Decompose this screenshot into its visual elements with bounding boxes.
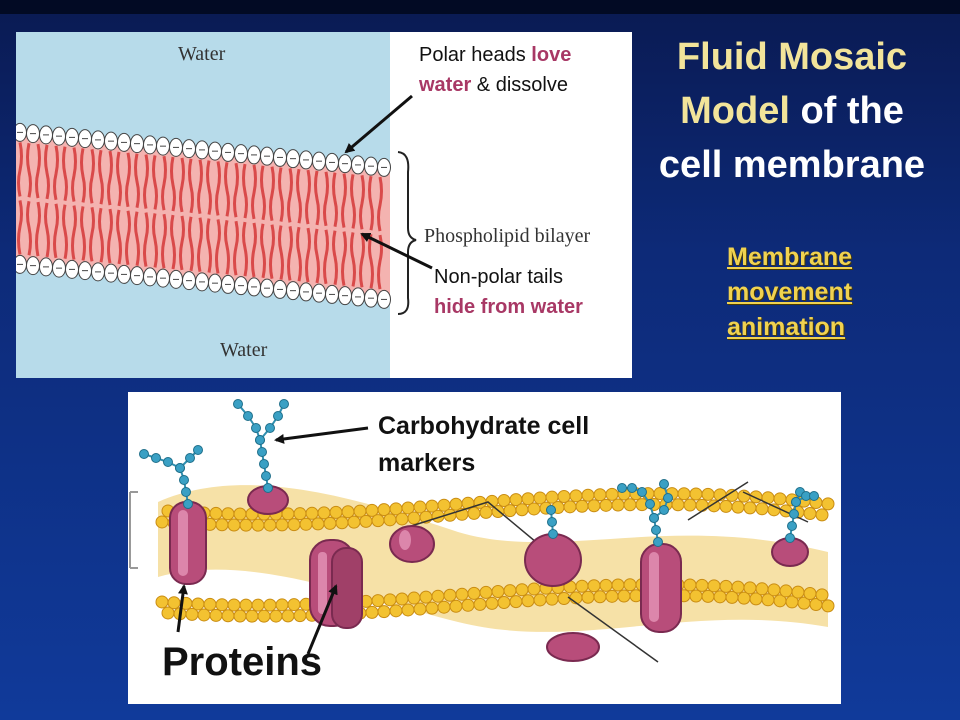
membrane-animation-link[interactable]: Membrane movement animation: [727, 240, 852, 345]
title-line-3: cell membrane: [658, 144, 926, 186]
polar-heads-note: Polar heads love water & dissolve: [419, 40, 571, 100]
carbohydrate-note: Carbohydrate cell markers: [378, 408, 589, 482]
polar-note-emph-b: love: [531, 44, 572, 66]
hydrophobic-tails: [17, 142, 383, 290]
bilayer-diagram: Water Water Phospholipid bilayer: [16, 32, 632, 378]
link-line-3[interactable]: animation: [727, 313, 846, 341]
polar-note-text-d: & dissolve: [471, 74, 568, 96]
pointer-line-a: [407, 501, 549, 553]
protein-center: [524, 533, 600, 662]
link-line-1[interactable]: Membrane: [727, 243, 853, 271]
polar-note-text-a: Polar heads: [419, 44, 532, 66]
water-bottom-label: Water: [220, 339, 268, 361]
side-bracket-ends: [130, 491, 138, 569]
carbohydrate-note-line-1: Carbohydrate cell: [378, 412, 590, 440]
title-line-2-rest: of the: [789, 90, 904, 132]
link-line-2[interactable]: movement: [727, 278, 853, 306]
slide-top-bar: [0, 0, 960, 14]
slide-title: Fluid Mosaic Model of the cell membrane: [636, 30, 948, 192]
carbohydrate-note-line-2: markers: [378, 449, 476, 477]
protein-globular: [389, 525, 435, 563]
title-line-2-highlight: Model: [680, 90, 790, 132]
pointer-line-b: [567, 596, 659, 663]
nonpolar-note-line-1: Non-polar tails: [434, 266, 563, 288]
carbohydrate-chains: [139, 399, 819, 547]
polar-note-emph-c: water: [419, 74, 472, 96]
protein-right: [640, 543, 682, 633]
bilayer-label: Phospholipid bilayer: [424, 225, 590, 247]
bilayer-brace: [397, 151, 417, 315]
pointer-line-c: [687, 481, 749, 521]
protein-channel: [309, 539, 363, 629]
proteins-label: Proteins: [162, 640, 323, 684]
membrane-illustration: [129, 399, 835, 663]
title-line-1: Fluid Mosaic: [676, 36, 908, 78]
nonpolar-tails-note: Non-polar tails hide from water: [434, 262, 583, 322]
membrane-diagram: [128, 392, 841, 704]
protein-left: [169, 501, 207, 585]
water-top-label: Water: [178, 43, 226, 65]
nonpolar-note-line-2: hide from water: [434, 296, 583, 318]
bilayer-illustration: Water Water Phospholipid bilayer: [16, 32, 590, 378]
polar-heads: [16, 122, 391, 309]
